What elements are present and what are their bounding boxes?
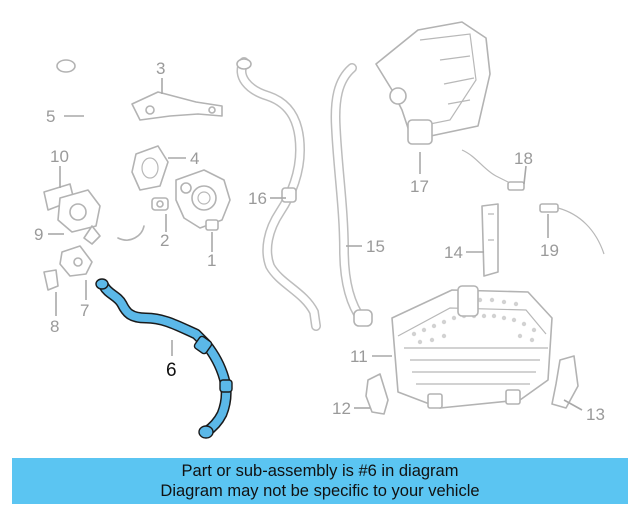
callout-12: 12 <box>332 399 351 418</box>
callout-13: 13 <box>586 405 605 424</box>
part-8-clip <box>43 269 59 291</box>
part-13-bracket <box>551 355 579 409</box>
callout-3: 3 <box>156 59 165 78</box>
callout-11: 11 <box>350 347 368 366</box>
callout-1: 1 <box>207 251 216 270</box>
callout-5: 5 <box>46 107 55 126</box>
part-3-bracket <box>131 91 223 121</box>
banner-line-1: Part or sub-assembly is #6 in diagram <box>181 462 459 480</box>
part-1-pump <box>175 169 231 231</box>
callout-17: 17 <box>410 177 429 196</box>
part-14-bracket <box>481 203 499 277</box>
part-12-bracket <box>365 373 389 415</box>
callout-7: 7 <box>80 301 89 320</box>
part-19-sensor <box>539 203 605 255</box>
part-2-fitting <box>151 197 169 211</box>
callout-4: 4 <box>190 149 199 168</box>
callout-18: 18 <box>514 149 533 168</box>
callout-16: 16 <box>248 189 267 208</box>
callout-6: 6 <box>166 360 177 381</box>
callout-9: 9 <box>34 225 43 244</box>
callout-15: 15 <box>366 237 385 256</box>
callout-labels: 1 2 3 4 5 6 7 8 9 10 11 12 13 14 15 16 1… <box>34 59 605 424</box>
callout-8: 8 <box>50 317 59 336</box>
part-4-gasket <box>131 145 169 191</box>
part-9-valve <box>43 183 101 245</box>
part-18-sensor <box>461 149 525 191</box>
part-15-hose <box>330 63 373 327</box>
part-7-connector <box>59 245 93 277</box>
part-11-canister <box>391 285 553 409</box>
leader-lines <box>48 78 583 411</box>
part-6-hose <box>95 278 233 439</box>
part-5-hose <box>54 58 145 242</box>
part-16-hose <box>236 57 321 331</box>
callout-19: 19 <box>540 241 559 260</box>
callout-2: 2 <box>160 231 169 250</box>
callout-14: 14 <box>444 243 463 262</box>
info-banner: Part or sub-assembly is #6 in diagram Di… <box>12 458 628 504</box>
part-17-housing <box>375 21 491 145</box>
callout-10: 10 <box>50 147 69 166</box>
banner-line-2: Diagram may not be specific to your vehi… <box>160 482 480 500</box>
